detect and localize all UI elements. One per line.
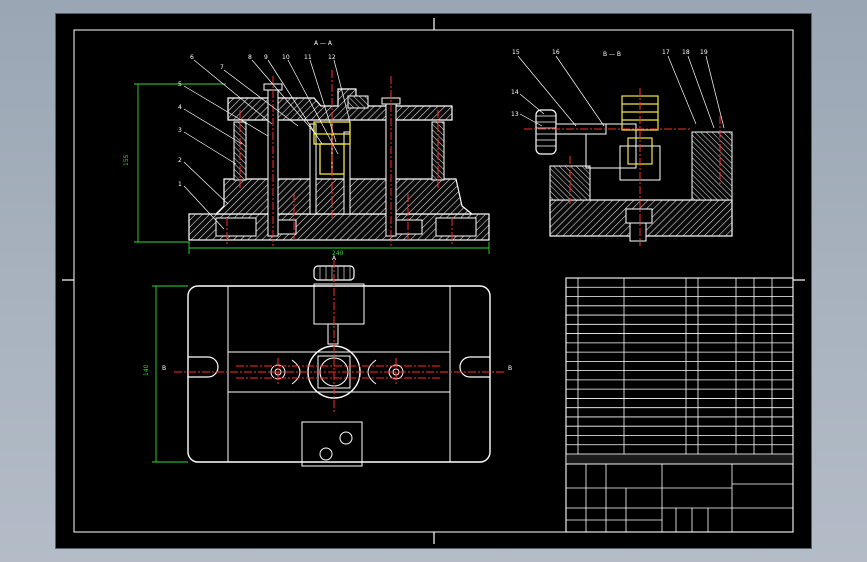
dim-front-height: 155 (123, 154, 130, 166)
svg-text:6: 6 (190, 54, 194, 61)
svg-text:5: 5 (178, 81, 182, 88)
front-part-numbers: 1 2 3 4 5 6 7 8 9 10 11 12 (178, 54, 336, 188)
side-leaders (517, 55, 725, 129)
plan-mark-right: B (508, 365, 512, 372)
plan-dimensions (152, 285, 188, 463)
side-view-title: B — B (603, 51, 621, 58)
plan-mark-left: B (162, 365, 166, 372)
front-view: A — A (123, 40, 490, 257)
side-centerlines (524, 88, 721, 246)
svg-text:2: 2 (178, 157, 182, 164)
svg-text:1: 1 (178, 181, 182, 188)
front-view-title: A — A (314, 40, 333, 47)
plan-outline (187, 285, 491, 463)
svg-text:14: 14 (511, 89, 519, 96)
svg-text:8: 8 (248, 54, 252, 61)
knurled-knob (535, 109, 607, 155)
svg-text:9: 9 (264, 54, 268, 61)
svg-text:19: 19 (700, 49, 708, 56)
front-leaders (183, 59, 351, 230)
drawing-sheet: A — A (56, 14, 811, 548)
side-view: B — B (511, 49, 733, 246)
svg-text:18: 18 (682, 49, 690, 56)
title-block (565, 277, 794, 533)
plan-section-mark: A (332, 255, 337, 262)
svg-text:16: 16 (552, 49, 560, 56)
front-dimensions (134, 83, 490, 254)
centering-marks (62, 18, 805, 544)
svg-text:17: 17 (662, 49, 670, 56)
svg-text:15: 15 (512, 49, 520, 56)
front-centerlines (226, 70, 453, 246)
dim-plan-height: 140 (143, 364, 150, 376)
svg-text:11: 11 (304, 54, 312, 61)
dim-front-width: 240 (332, 250, 344, 257)
plan-view: 140 A B B (143, 255, 512, 467)
svg-text:13: 13 (511, 111, 519, 118)
bom-rows (566, 286, 793, 446)
svg-text:3: 3 (178, 127, 182, 134)
svg-text:7: 7 (220, 64, 224, 71)
drawing-svg: A — A (62, 18, 805, 544)
svg-text:12: 12 (328, 54, 336, 61)
svg-text:10: 10 (282, 54, 290, 61)
side-part-numbers: 13 14 15 16 17 18 19 (511, 49, 708, 118)
plan-centerlines (174, 260, 504, 414)
svg-text:4: 4 (178, 104, 182, 111)
